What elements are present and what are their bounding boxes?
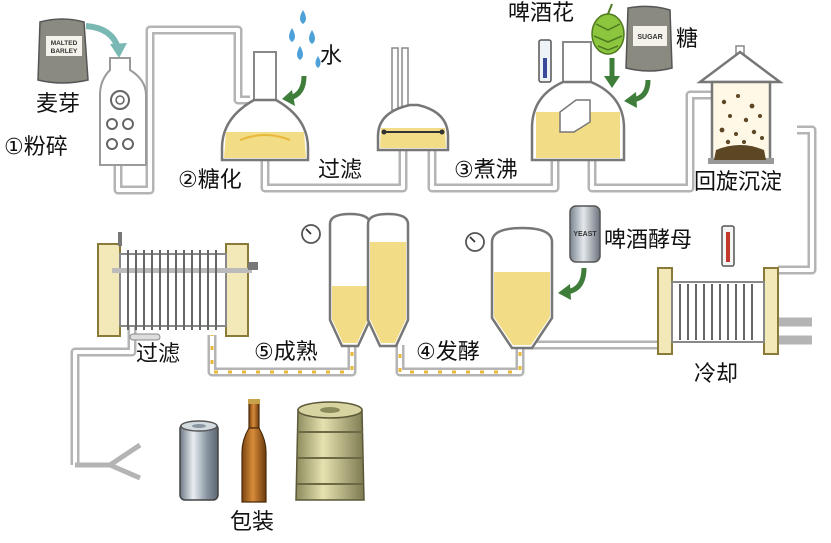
yeast-can: YEAST [569, 205, 601, 263]
cooler [657, 267, 779, 355]
label-packaging: 包装 [230, 510, 275, 535]
label-whirlpool: 回旋沉淀 [694, 170, 783, 195]
label-step2-mashing: ②糖化 [178, 168, 242, 193]
svg-text:BARLEY: BARLEY [51, 48, 78, 55]
cooler-thermometer [721, 225, 735, 267]
pipe-inner-highlight [73, 28, 814, 465]
water-drops [289, 10, 321, 68]
fermenter-gauge [465, 232, 485, 252]
maturation-gauge [301, 224, 321, 244]
fermentation-tank [490, 226, 554, 350]
pipe-whirlpool-to-cooler [778, 125, 817, 275]
label-cooling: 冷却 [694, 362, 739, 387]
mill-machine [99, 57, 147, 166]
label-step3-boiling: ③煮沸 [454, 158, 518, 183]
label-step1-milling: ①粉碎 [4, 135, 68, 160]
malt-bag: MALTED BARLEY [37, 18, 89, 84]
maturation-tanks [328, 212, 410, 348]
label-hops: 啤酒花 [508, 1, 575, 26]
label-water: 水 [320, 44, 343, 69]
whirlpool-tank [696, 45, 784, 164]
label-brewers-yeast: 啤酒酵母 [604, 228, 693, 253]
filter-press [97, 232, 258, 341]
pipe-outlet-fork [75, 442, 142, 481]
hops-cone [591, 3, 625, 55]
label-filtration-2: 过滤 [136, 342, 181, 367]
label-step4-fermentation: ④发酵 [416, 340, 480, 365]
label-step5-maturation: ⑤成熟 [254, 340, 318, 365]
label-filtration-1: 过滤 [318, 158, 363, 183]
boil-kettle [530, 41, 626, 162]
svg-text:SUGAR: SUGAR [637, 34, 662, 41]
svg-text:MALTED: MALTED [51, 40, 78, 47]
pipe-filter-to-packaging [70, 320, 137, 465]
beer-bottle [241, 399, 267, 503]
lauter-tun [376, 47, 450, 152]
kettle-thermometer [538, 39, 552, 83]
mash-tun [220, 51, 310, 162]
beer-can [179, 420, 219, 501]
label-sugar: 糖 [676, 27, 699, 52]
svg-text:YEAST: YEAST [573, 231, 597, 238]
sugar-bag: SUGAR [625, 5, 673, 72]
label-malt: 麦芽 [36, 92, 81, 117]
beer-keg [295, 401, 365, 501]
